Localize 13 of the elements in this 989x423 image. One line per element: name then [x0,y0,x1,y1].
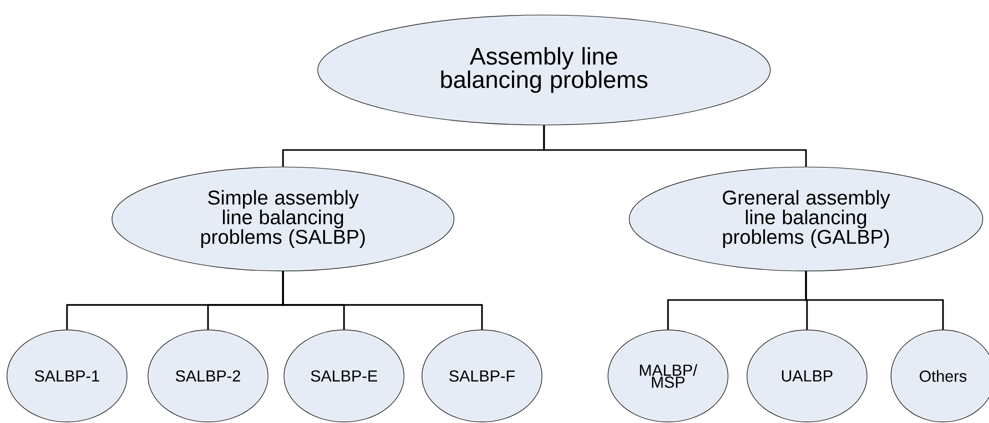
ellipse-node: SALBP-2 [148,330,268,422]
connector-line [282,271,483,330]
ellipse-node: UALBP [746,330,868,422]
connector-line [805,271,944,330]
ellipse-node: Simple assembly line balancing problems (SALBP) [112,166,454,272]
ellipse-node: SALBP-F [422,330,542,422]
ellipse-node: MALBP/ MSP [608,330,728,422]
ellipse-node: Others [890,330,989,422]
ellipse-node: SALBP-E [284,330,404,422]
ellipse-node: SALBP-1 [6,330,128,422]
connector-line [543,125,807,167]
ellipse-node: Assembly line balancing problems [317,14,771,126]
ellipse-node: Greneral assembly line balancing problems (GALBP) [628,166,984,272]
